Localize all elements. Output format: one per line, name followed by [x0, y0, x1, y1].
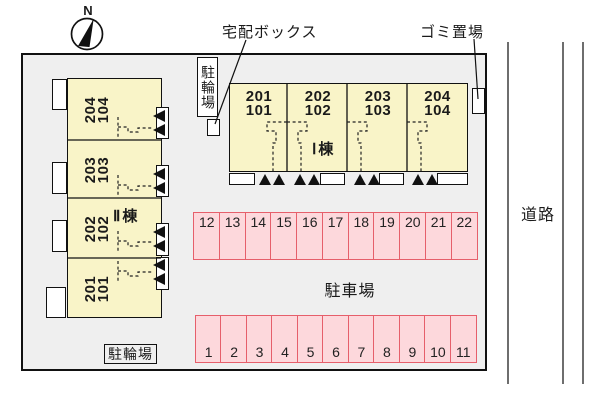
bicycle-parking-label-top: 駐輪場: [197, 57, 218, 117]
entrance-notch: [156, 257, 169, 290]
parking-back-row: 12 13 14 15 16 17 18 19 20 21 22: [193, 212, 479, 260]
entrance-pad: [229, 173, 255, 185]
parking-space: 2: [220, 315, 248, 363]
garbage-area-label: ゴミ置場: [420, 24, 485, 41]
entrance-pad: [437, 173, 468, 185]
building-1-name: Ⅰ棟: [312, 141, 336, 158]
porch: [52, 162, 67, 194]
parking-space: 7: [347, 315, 376, 363]
north-label: N: [83, 3, 93, 18]
parking-space: 6: [322, 315, 350, 363]
parking-space: 8: [373, 315, 401, 363]
parking-space: 10: [424, 315, 452, 363]
parking-space: 22: [450, 212, 479, 260]
parking-space: 15: [270, 212, 298, 260]
garbage-box: [472, 88, 485, 114]
parking-space: 12: [193, 212, 221, 260]
parking-space: 4: [271, 315, 299, 363]
building-2-name: Ⅱ棟: [113, 208, 140, 225]
porch: [52, 220, 67, 252]
parking-space: 19: [373, 212, 401, 260]
entrance-notch: [156, 223, 169, 256]
parking-space: 9: [398, 315, 427, 363]
parking-space: 1: [195, 315, 223, 363]
parking-space: 3: [245, 315, 274, 363]
parking-space: 20: [399, 212, 427, 260]
parking-lot-label: 駐車場: [324, 283, 376, 300]
delivery-box-label: 宅配ボックス: [222, 24, 318, 41]
bicycle-parking-label-bottom: 駐輪場: [104, 344, 157, 364]
parking-space: 18: [347, 212, 376, 260]
parking-space: 21: [424, 212, 453, 260]
parking-space: 5: [296, 315, 325, 363]
parking-space: 11: [449, 315, 477, 363]
compass-icon: [70, 17, 104, 51]
porch: [52, 79, 67, 110]
porch: [46, 287, 66, 318]
delivery-box: [207, 119, 220, 136]
parking-space: 14: [244, 212, 273, 260]
parking-space: 16: [296, 212, 324, 260]
entrance-notch: [156, 165, 169, 197]
entrance-notch: [156, 107, 169, 139]
entrance-pad: [320, 173, 345, 185]
parking-space: 13: [218, 212, 247, 260]
parking-space: 17: [321, 212, 350, 260]
compass-needle: [78, 20, 93, 47]
parking-front-row: 1 2 3 4 5 6 7 8 9 10 11: [195, 315, 477, 363]
road-label: 道路: [520, 207, 555, 224]
entrance-pad: [379, 173, 404, 185]
